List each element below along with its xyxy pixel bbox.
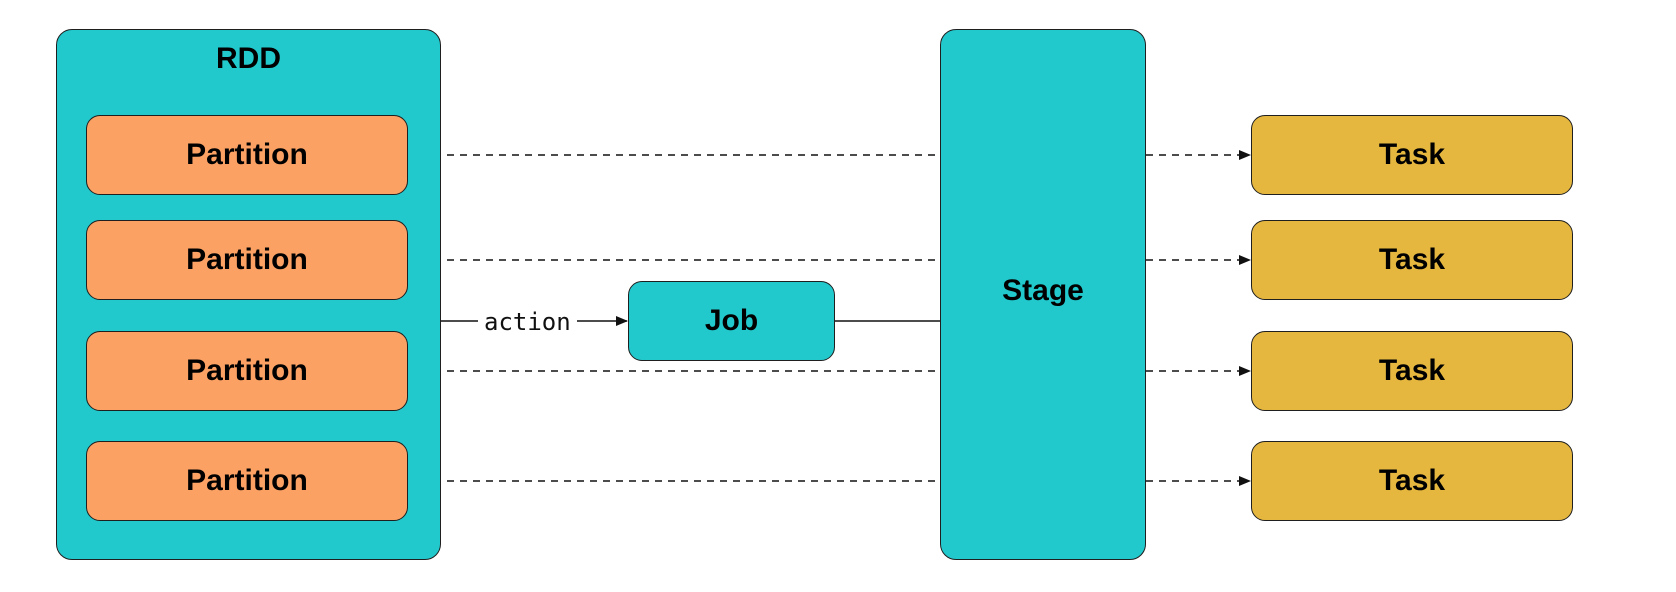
task-node: Task xyxy=(1251,220,1573,300)
partition-node: Partition xyxy=(86,220,408,300)
partition-label: Partition xyxy=(186,464,308,497)
task-node: Task xyxy=(1251,115,1573,195)
partition-label: Partition xyxy=(186,138,308,171)
task-label: Task xyxy=(1378,464,1446,497)
partition-node: Partition xyxy=(86,115,408,195)
task-label: Task xyxy=(1378,243,1446,276)
job-node: Job xyxy=(628,281,835,361)
action-edge-label: action xyxy=(478,307,577,337)
rdd-label: RDD xyxy=(216,42,281,75)
task-node: Task xyxy=(1251,441,1573,521)
partition-label: Partition xyxy=(186,243,308,276)
stage-label: Stage xyxy=(1002,273,1084,307)
partition-node: Partition xyxy=(86,331,408,411)
stage-node: Stage xyxy=(940,29,1146,560)
task-label: Task xyxy=(1378,138,1446,171)
task-node: Task xyxy=(1251,331,1573,411)
partition-label: Partition xyxy=(186,354,308,387)
task-label: Task xyxy=(1378,354,1446,387)
job-label: Job xyxy=(704,304,759,337)
partition-node: Partition xyxy=(86,441,408,521)
